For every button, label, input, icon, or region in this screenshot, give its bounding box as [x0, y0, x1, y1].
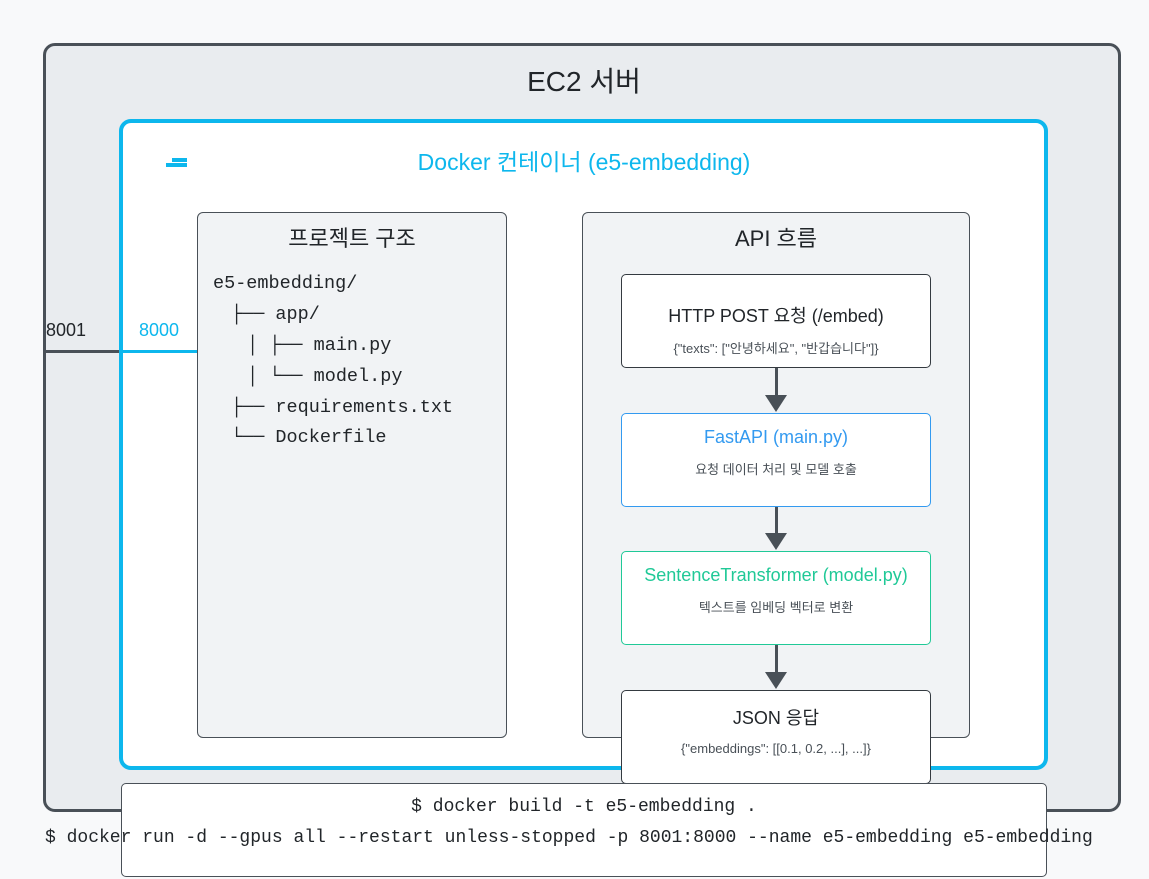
- tree-item-main: │ ├── main.py: [247, 335, 392, 356]
- flow-step-title: HTTP POST 요청 (/embed): [668, 306, 884, 326]
- ec2-title: EC2 서버: [527, 66, 641, 97]
- flow-step-subtitle: 요청 데이터 처리 및 모델 호출: [695, 462, 857, 477]
- container-port-label: 8000: [139, 320, 180, 340]
- flow-step-sentence-transformer: SentenceTransformer (model.py) 텍스트를 임베딩 …: [621, 551, 931, 645]
- flow-step-http-request: HTTP POST 요청 (/embed) {"texts": ["안녕하세요"…: [621, 274, 931, 368]
- project-structure-title: 프로젝트 구조: [288, 226, 416, 251]
- flow-arrow-shaft: [775, 645, 778, 672]
- docker-run-command: $ docker run -d --gpus all --restart unl…: [45, 828, 1093, 848]
- flow-arrow-shaft: [775, 507, 778, 533]
- flow-step-subtitle: {"embeddings": [[0.1, 0.2, ...], ...]}: [681, 741, 871, 756]
- flow-arrow-down-icon: [765, 533, 787, 550]
- tree-item-root: e5-embedding/: [213, 273, 358, 294]
- flow-arrow-shaft: [775, 368, 778, 395]
- tree-item-dockerfile: └── Dockerfile: [231, 427, 387, 448]
- command-box: [121, 783, 1047, 877]
- tree-item-app: ├── app/: [231, 304, 320, 325]
- port-connector-container: [119, 350, 200, 353]
- flow-arrow-down-icon: [765, 395, 787, 412]
- flow-arrow-down-icon: [765, 672, 787, 689]
- host-port-label: 8001: [46, 320, 87, 340]
- tree-item-requirements: ├── requirements.txt: [231, 397, 454, 418]
- tree-item-model: │ └── model.py: [247, 366, 403, 387]
- docker-build-command: $ docker build -t e5-embedding .: [411, 797, 757, 817]
- flow-step-subtitle: 텍스트를 임베딩 벡터로 변환: [698, 600, 854, 615]
- flow-step-subtitle: {"texts": ["안녕하세요", "반갑습니다"]}: [673, 341, 879, 356]
- project-structure-panel: [197, 212, 507, 738]
- flow-step-fastapi: FastAPI (main.py) 요청 데이터 처리 및 모델 호출: [621, 413, 931, 507]
- docker-title: Docker 컨테이너 (e5-embedding): [417, 149, 751, 175]
- flow-step-title: JSON 응답: [732, 708, 820, 728]
- api-flow-title: API 흐름: [734, 226, 818, 251]
- flow-step-title: FastAPI (main.py): [703, 427, 849, 447]
- docker-logo-icon: [166, 158, 187, 167]
- flow-step-json-response: JSON 응답 {"embeddings": [[0.1, 0.2, ...],…: [621, 690, 931, 784]
- flow-step-title: SentenceTransformer (model.py): [644, 565, 908, 585]
